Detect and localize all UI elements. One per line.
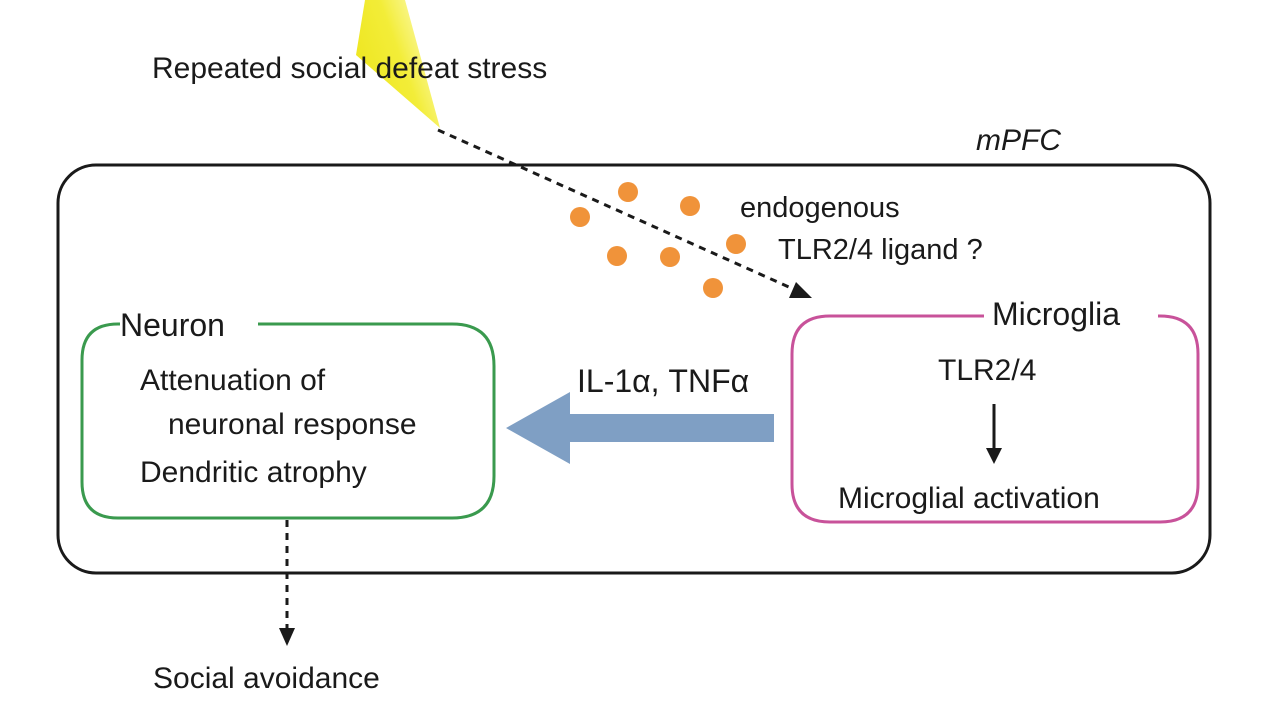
microglia-outcome-label: Microglial activation — [838, 482, 1100, 515]
stimulus-label: Repeated social defeat stress — [152, 52, 548, 85]
stress-beam — [356, 0, 440, 128]
microglia-receptor-label: TLR2/4 — [938, 354, 1037, 387]
neuron-effect-line1: Attenuation of — [140, 364, 326, 397]
neuron-effect-line3: Dendritic atrophy — [140, 456, 367, 489]
behavior-arrowhead — [279, 628, 295, 646]
microglia-title: Microglia — [992, 296, 1121, 332]
ligand-dot — [680, 196, 700, 216]
ligand-label-line1: endogenous — [740, 192, 900, 224]
ligand-dot — [570, 207, 590, 227]
neuron-title: Neuron — [120, 307, 225, 343]
mpfc-region-box — [56, 163, 1212, 575]
region-label: mPFC — [976, 124, 1061, 157]
microglia-box — [790, 314, 1200, 524]
ligand-dots — [570, 182, 746, 298]
activation-arrowhead — [986, 448, 1002, 464]
ligand-dot — [726, 234, 746, 254]
ligand-label-line2: TLR2/4 ligand ? — [778, 234, 983, 266]
cytokine-arrow — [506, 392, 774, 464]
neuron-effect-line2: neuronal response — [168, 408, 417, 441]
ligand-dot — [660, 247, 680, 267]
ligand-dot — [607, 246, 627, 266]
ligand-dot — [703, 278, 723, 298]
neuron-box — [80, 322, 496, 520]
behavior-label: Social avoidance — [153, 662, 380, 695]
stress-path-arrow — [437, 128, 801, 294]
cytokine-label: IL-1α, TNFα — [577, 363, 750, 399]
stress-arrowhead — [789, 282, 812, 298]
ligand-dot — [618, 182, 638, 202]
